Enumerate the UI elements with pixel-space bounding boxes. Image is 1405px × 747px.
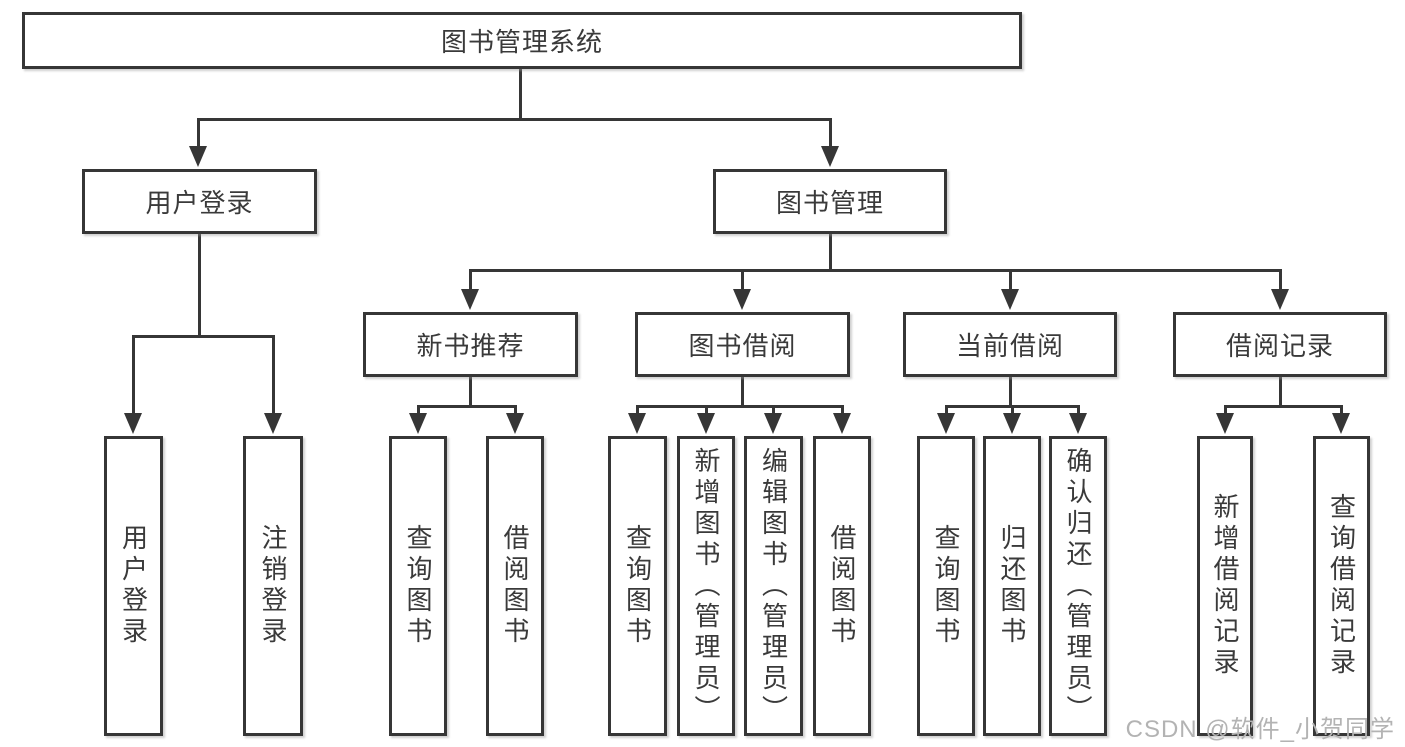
connector-stem-br1 — [636, 405, 639, 418]
connector-stem-br2 — [705, 405, 708, 418]
csdn-watermark: CSDN @软件_小贺同学 — [1125, 716, 1395, 743]
arrowhead-leaf-logout — [264, 413, 282, 434]
node-root: 图书管理系统 — [22, 12, 1022, 69]
node-borrowing-records: 借阅记录 — [1173, 312, 1387, 377]
connector-stem-current — [1009, 269, 1012, 294]
connector-records-rail — [1224, 405, 1342, 408]
leaf-edit-books-admin: 编辑图书（管理员） — [744, 436, 803, 736]
leaf-query-books-current: 查询图书 — [917, 436, 975, 736]
arrowhead-leaf-login — [124, 413, 142, 434]
connector-user-login-rail — [132, 335, 275, 338]
arrowhead-br2 — [697, 413, 715, 434]
arrowhead-cu1 — [937, 413, 955, 434]
connector-stem-new-books — [469, 269, 472, 294]
arrowhead-nb1 — [409, 413, 427, 434]
connector-stem-user-login — [197, 118, 200, 151]
connector-current-drop — [1009, 377, 1012, 408]
arrowhead-records — [1271, 289, 1289, 310]
arrowhead-cu2 — [1003, 413, 1021, 434]
node-new-book-recommendation: 新书推荐 — [363, 312, 578, 377]
connector-book-management-drop — [829, 234, 832, 272]
leaf-return-books: 归还图书 — [983, 436, 1041, 736]
arrowhead-borrowing — [733, 289, 751, 310]
connector-records-drop — [1279, 377, 1282, 408]
arrowhead-nb2 — [506, 413, 524, 434]
connector-stem-rc1 — [1224, 405, 1227, 418]
leaf-logout: 注销登录 — [243, 436, 303, 736]
connector-stem-leaf-logout — [272, 335, 275, 418]
connector-stem-records — [1279, 269, 1282, 294]
node-user-login: 用户登录 — [82, 169, 317, 234]
arrowhead-rc1 — [1216, 413, 1234, 434]
leaf-borrow-books-recommend: 借阅图书 — [486, 436, 544, 736]
leaf-confirm-return-admin: 确认归还（管理员） — [1049, 436, 1107, 736]
arrowhead-br1 — [628, 413, 646, 434]
connector-stem-nb2 — [514, 405, 517, 418]
connector-level2-rail — [197, 118, 832, 121]
connector-level3-rail — [469, 269, 1282, 272]
leaf-add-books-admin: 新增图书（管理员） — [677, 436, 735, 736]
node-book-management: 图书管理 — [713, 169, 947, 234]
connector-stem-br3 — [772, 405, 775, 418]
connector-stem-cu2 — [1011, 405, 1014, 418]
arrowhead-user-login — [189, 146, 207, 167]
leaf-add-borrow-record: 新增借阅记录 — [1197, 436, 1253, 736]
leaf-user-login: 用户登录 — [104, 436, 163, 736]
arrowhead-rc2 — [1332, 413, 1350, 434]
connector-stem-book-management — [829, 118, 832, 151]
connector-user-login-drop — [198, 234, 201, 338]
leaf-borrow-books: 借阅图书 — [813, 436, 871, 736]
connector-new-books-drop — [469, 377, 472, 408]
arrowhead-new-books — [461, 289, 479, 310]
arrowhead-br4 — [833, 413, 851, 434]
connector-stem-cu1 — [945, 405, 948, 418]
connector-stem-leaf-login — [132, 335, 135, 418]
leaf-query-borrow-record: 查询借阅记录 — [1313, 436, 1370, 736]
connector-stem-rc2 — [1340, 405, 1343, 418]
connector-borrowing-rail — [636, 405, 843, 408]
connector-stem-cu3 — [1077, 405, 1080, 418]
leaf-query-books-borrowing: 查询图书 — [608, 436, 667, 736]
connector-stem-borrowing — [741, 269, 744, 294]
connector-stem-br4 — [841, 405, 844, 418]
connector-stem-nb1 — [417, 405, 420, 418]
connector-new-books-rail — [417, 405, 517, 408]
connector-borrowing-drop — [741, 377, 744, 408]
arrowhead-current — [1001, 289, 1019, 310]
arrowhead-br3 — [764, 413, 782, 434]
leaf-query-books-recommend: 查询图书 — [389, 436, 447, 736]
node-book-borrowing: 图书借阅 — [635, 312, 850, 377]
arrowhead-cu3 — [1069, 413, 1087, 434]
node-current-borrowing: 当前借阅 — [903, 312, 1117, 377]
connector-root-drop — [519, 68, 522, 121]
arrowhead-book-management — [821, 146, 839, 167]
